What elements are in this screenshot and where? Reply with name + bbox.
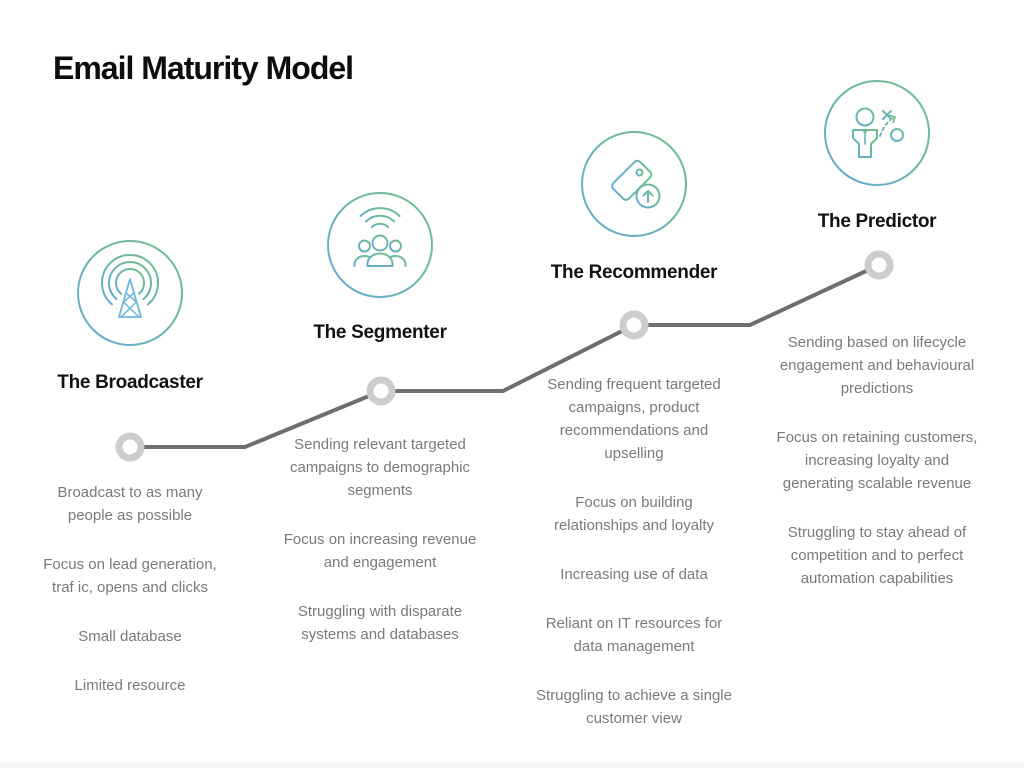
stage-title-segmenter: The Segmenter	[313, 322, 447, 343]
stage-bullet: Limited resource	[74, 677, 186, 694]
stage-predictor: The Predictor Sending based on lifecycle…	[771, 0, 983, 768]
stage-bullet: Reliant on IT resources for data managem…	[545, 615, 723, 655]
maturity-path-line	[130, 263, 880, 449]
broadcast-tower-icon	[75, 238, 185, 348]
stage-bullet: Sending relevant targeted campaigns to d…	[289, 436, 471, 499]
slide-bottom-edge	[0, 763, 1024, 768]
price-tag-upsell-icon	[579, 129, 689, 239]
path-node	[864, 250, 894, 280]
stage-bullet: Sending frequent targeted campaigns, pro…	[547, 376, 721, 462]
stage-segmenter: The Segmenter Sending relevant targeted …	[278, 0, 482, 768]
path-node	[115, 432, 145, 462]
stage-bullet: Broadcast to as many people as possible	[57, 484, 203, 524]
stage-recommender: The Recommender Sending frequent targete…	[532, 0, 736, 768]
strategy-person-icon	[822, 78, 932, 188]
stage-bullets-broadcaster: Broadcast to as many people as possible …	[35, 481, 225, 697]
path-node	[619, 310, 649, 340]
path-node	[366, 376, 396, 406]
stage-bullet: Focus on building relationships and loya…	[553, 494, 715, 534]
stage-bullet: Sending based on lifecycle engagement an…	[779, 334, 975, 397]
stage-broadcaster: The Broadcaster Broadcast to as many peo…	[35, 0, 225, 768]
stage-title-predictor: The Predictor	[817, 211, 937, 232]
stage-bullet: Struggling with disparate systems and da…	[297, 603, 463, 643]
audience-segments-icon	[325, 190, 435, 300]
stage-bullet: Struggling to stay ahead of competition …	[787, 524, 967, 587]
stage-bullet: Small database	[78, 628, 182, 645]
page-title: Email Maturity Model	[53, 50, 354, 86]
stage-bullet: Focus on lead generation, traf ic, opens…	[43, 556, 217, 596]
stage-title-recommender: The Recommender	[550, 262, 718, 283]
stage-bullet: Focus on increasing revenue and engageme…	[283, 531, 477, 571]
stage-bullet: Focus on retaining customers, increasing…	[776, 429, 978, 492]
stage-title-broadcaster: The Broadcaster	[57, 372, 203, 393]
stage-bullets-recommender: Sending frequent targeted campaigns, pro…	[532, 373, 736, 730]
stage-bullet: Struggling to achieve a single customer …	[536, 687, 732, 727]
stage-bullets-segmenter: Sending relevant targeted campaigns to d…	[278, 433, 482, 646]
stage-bullet: Increasing use of data	[560, 566, 708, 583]
stage-bullets-predictor: Sending based on lifecycle engagement an…	[771, 331, 983, 590]
